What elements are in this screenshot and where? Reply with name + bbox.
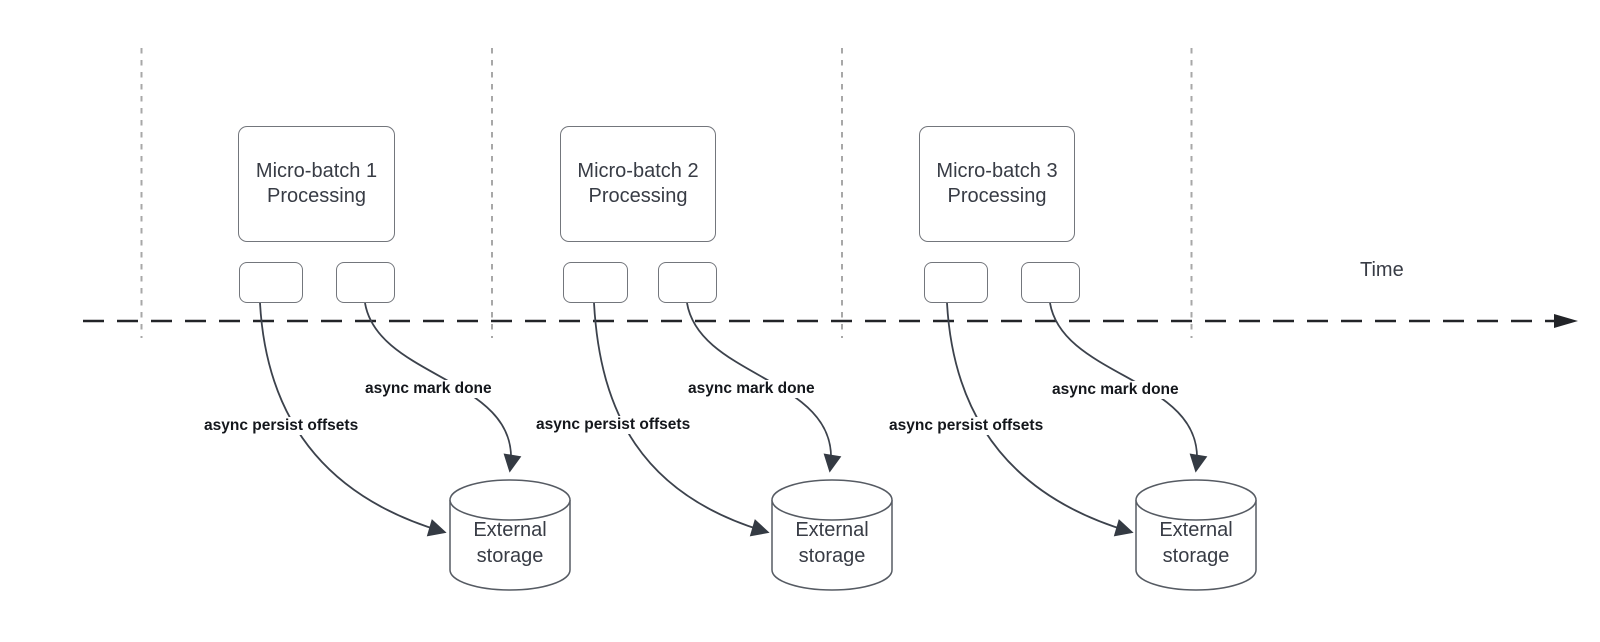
microbatch-3-title-line1: Micro-batch 3 [936,159,1058,182]
task-box-2-right [658,262,717,303]
microbatch-1-processing-box: Micro-batch 1 Processing [238,126,395,242]
microbatch-1-title-line2: Processing [267,185,366,207]
time-axis-label: Time [1360,259,1404,281]
persist-offsets-label-1: async persist offsets [202,417,361,435]
persist-offsets-label-2: async persist offsets [534,416,693,434]
storage-cylinder-2 [771,479,893,591]
microbatch-3-title-line2: Processing [947,185,1047,207]
mark-done-label-3: async mark done [1050,381,1181,399]
microbatch-2-title-line2: Processing [588,185,688,207]
external-storage-3-line2: storage [1162,544,1230,567]
external-storage-1-line1: External [473,519,547,541]
persist-offsets-label-3: async persist offsets [887,417,1046,435]
mark-done-label-1: async mark done [363,380,494,398]
external-storage-1-line2: storage [476,544,544,567]
storage-cylinder-3 [1135,479,1257,591]
storage-cylinder-1 [449,479,571,591]
mark-done-label-2: async mark done [686,380,817,398]
task-box-3-right [1021,262,1080,303]
external-storage-2-line2: storage [798,544,866,567]
persist-offsets-arrow-3 [946,302,1134,537]
task-box-2-left [563,262,628,303]
microbatch-1-title-line1: Micro-batch 1 [255,159,378,182]
microbatch-2-processing-box: Micro-batch 2 Processing [560,126,716,242]
external-storage-2-line1: External [795,519,869,541]
task-box-1-right [336,262,395,303]
microbatch-2-title-line1: Micro-batch 2 [577,159,699,182]
task-box-3-left [924,262,988,303]
timeline-arrowhead-icon [1554,314,1578,328]
microbatch-3-processing-box: Micro-batch 3 Processing [919,126,1075,242]
external-storage-label-1: External storage [450,518,570,569]
persist-offsets-arrow-1 [259,302,447,537]
task-box-1-left [239,262,303,303]
persist-offsets-arrow-2 [593,302,770,537]
timeline-axis [83,314,1578,328]
external-storage-label-3: External storage [1136,518,1256,569]
external-storage-3-line1: External [1159,519,1233,541]
external-storage-label-2: External storage [772,518,892,569]
mark-done-arrow-3 [1049,302,1208,473]
